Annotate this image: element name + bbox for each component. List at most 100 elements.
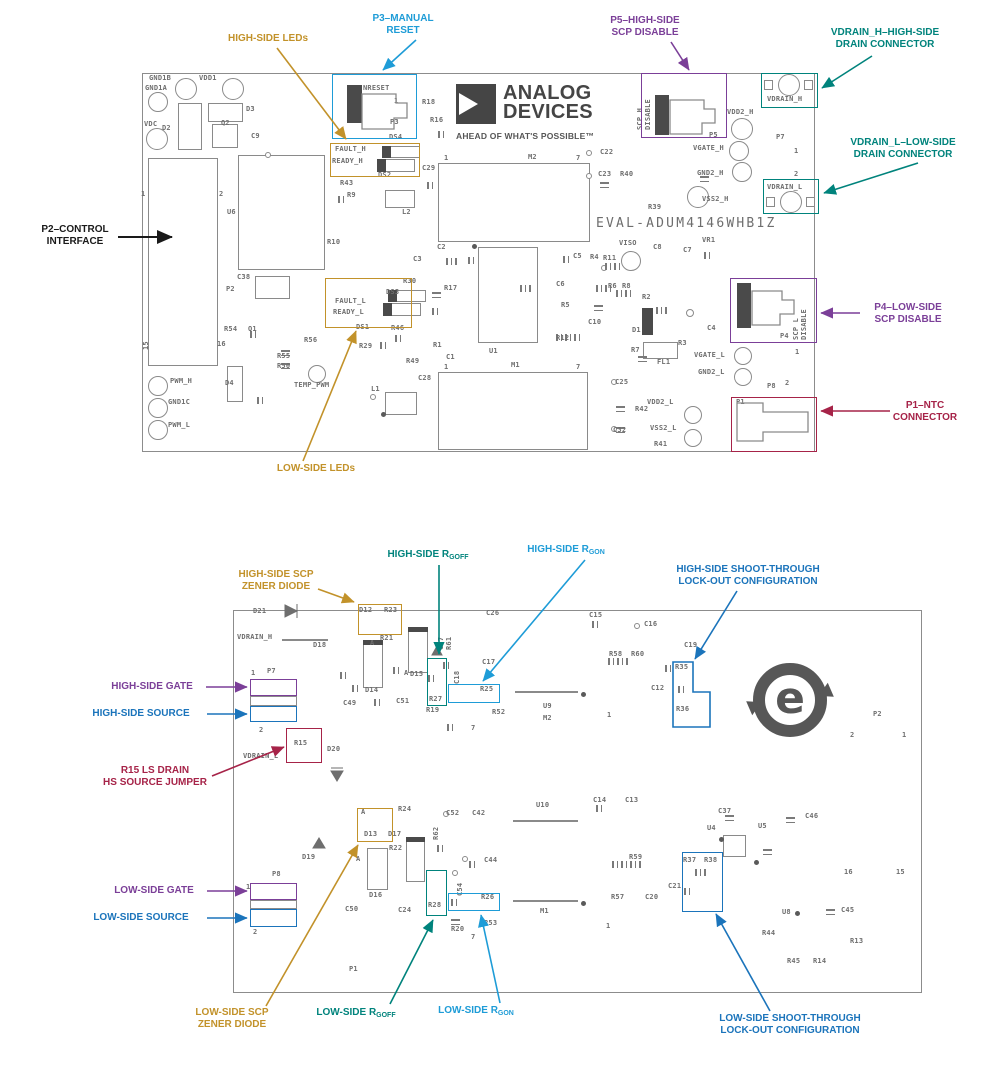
silkscreen-vss2_h: VSS2_H	[702, 195, 729, 203]
pad-circle	[586, 173, 592, 179]
silkscreen-r13: R13	[850, 937, 864, 945]
silkscreen-pwm_l: PWM_L	[168, 421, 191, 429]
callout-box-high-side-source	[250, 706, 297, 722]
pad-dot	[580, 691, 586, 697]
silkscreen-2: 2	[259, 726, 264, 734]
dash-marks	[616, 406, 625, 415]
pad-dot	[753, 859, 759, 865]
dash-marks	[600, 182, 609, 191]
component-outline	[227, 366, 243, 402]
silkscreen-d20: D20	[327, 745, 341, 753]
silkscreen-c20: C20	[645, 893, 659, 901]
silkscreen-r46: R46	[391, 324, 405, 332]
silkscreen-r42: R42	[635, 405, 649, 413]
callout-line: DRAIN CONNECTOR	[853, 149, 953, 160]
silkscreen-1: 1	[444, 154, 449, 162]
callout-line: LOW-SIDE RGOFF	[316, 1007, 396, 1019]
callout-line: LOW-SIDE LEDs	[276, 463, 356, 474]
pad-circle	[686, 309, 694, 317]
component-outline	[643, 342, 678, 359]
callout-label-low-side-rgoff: LOW-SIDE RGOFF	[316, 1007, 395, 1022]
component-outline	[212, 124, 238, 148]
tick-marks	[520, 285, 531, 292]
component-outline	[513, 900, 578, 902]
silkscreen-c42: C42	[472, 809, 486, 817]
pad-circle	[687, 186, 709, 208]
silkscreen-2: 2	[850, 731, 855, 739]
tick-marks	[684, 888, 690, 895]
silkscreen-d16: D16	[369, 891, 383, 899]
silkscreen-r12: R12	[556, 334, 570, 342]
silkscreen-c16: C16	[644, 620, 658, 628]
tick-marks	[393, 667, 399, 674]
silkscreen-c46: C46	[805, 812, 819, 820]
dash-marks	[451, 919, 460, 928]
silkscreen-16: 16	[217, 340, 226, 348]
callout-box-low-side-leds	[325, 278, 412, 328]
silkscreen-u5: U5	[758, 822, 767, 830]
silkscreen-p8: P8	[272, 870, 281, 878]
tick-marks	[596, 285, 611, 292]
component-outline	[250, 900, 297, 909]
component-bar	[388, 290, 397, 302]
silkscreen-r1: R1	[433, 341, 442, 349]
callout-box-high-side-scp-zener-diode	[358, 604, 402, 635]
logo-word-analog: ANALOG	[503, 82, 592, 104]
component-outline	[363, 642, 383, 688]
tick-marks	[438, 131, 444, 138]
component-bar	[408, 627, 428, 632]
silkscreen-r56: R56	[304, 336, 318, 344]
callout-subscript: GOFF	[376, 1012, 396, 1019]
silkscreen-l1: L1	[371, 385, 380, 393]
silkscreen-p7: P7	[776, 133, 785, 141]
tick-marks	[695, 869, 706, 876]
pad-circle	[265, 152, 271, 158]
pad-circle	[148, 420, 168, 440]
silkscreen-r44: R44	[762, 929, 776, 937]
component-outline	[255, 276, 290, 299]
callout-line: RESET	[386, 25, 420, 36]
tick-marks	[704, 252, 710, 259]
callout-box-low-side-source	[250, 909, 297, 927]
silkscreen-r11: R11	[603, 254, 617, 262]
dash-marks	[616, 427, 625, 436]
silkscreen-r49: R49	[406, 357, 420, 365]
callout-line: LOW-SIDE GATE	[114, 885, 194, 896]
silkscreen-vertical-label: C18	[453, 671, 461, 684]
silkscreen-vertical-label: R62	[432, 827, 440, 840]
component-outline	[513, 820, 578, 822]
silkscreen-r54: R54	[224, 325, 238, 333]
silkscreen-u10: U10	[536, 801, 550, 809]
tick-marks	[563, 256, 569, 263]
silkscreen-a: A	[356, 855, 361, 863]
silkscreen-r16: R16	[430, 116, 444, 124]
silkscreen-r43: R43	[340, 179, 354, 187]
callout-line: HIGH-SIDE LEDs	[227, 33, 309, 44]
silkscreen-ds4: DS4	[389, 133, 403, 141]
silkscreen-p5: P5	[709, 131, 718, 139]
silkscreen-vertical-line: R62	[432, 826, 440, 840]
component-outline	[385, 190, 415, 208]
silkscreen-1: 1	[444, 363, 449, 371]
silkscreen-7: 7	[576, 154, 581, 162]
component-outline	[806, 197, 815, 207]
component-bar	[363, 640, 383, 645]
silkscreen-r2: R2	[642, 293, 651, 301]
silkscreen-p4: P4	[780, 332, 789, 340]
tick-marks	[428, 675, 434, 682]
silkscreen-c2: C2	[437, 243, 446, 251]
silkscreen-a: A	[404, 669, 409, 677]
pad-circle	[734, 347, 752, 365]
silkscreen-c52: C52	[446, 809, 460, 817]
silkscreen-r53: R53	[484, 919, 498, 927]
component-outline	[723, 835, 746, 857]
tick-marks	[592, 621, 598, 628]
callout-arrow-vdrain-h-drain-connector	[821, 55, 873, 89]
component-outline	[764, 80, 773, 90]
callout-line: VDRAIN_H–HIGH-SIDE	[830, 27, 940, 38]
silkscreen-d17: D17	[388, 830, 402, 838]
